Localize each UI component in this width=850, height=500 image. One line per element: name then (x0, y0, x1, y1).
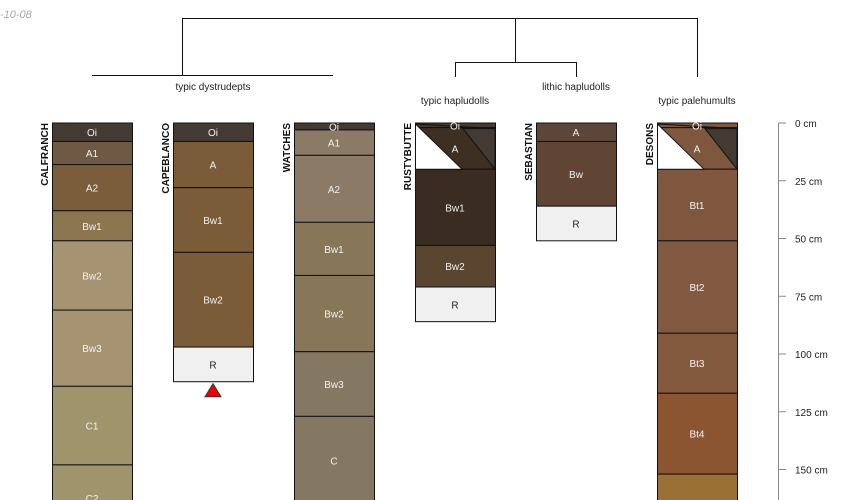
horizon-label: A1 (86, 149, 99, 160)
profile-name: SEBASTIAN (524, 123, 535, 181)
axis-tick-label: 75 cm (795, 292, 822, 303)
horizon-c1 (52, 385, 133, 466)
wavy-boundary-line (415, 123, 496, 130)
profile-name: CALFRANCH (40, 123, 51, 186)
horizon-bw2 (294, 274, 375, 353)
horizon-bw1 (52, 210, 133, 242)
profile-name: DESONS (645, 123, 656, 166)
horizon-label: Oi (329, 122, 339, 133)
wavy-boundary-gap (415, 122, 464, 170)
horizon-bw (536, 140, 617, 207)
horizon-r (415, 286, 496, 323)
horizon-label: R (451, 300, 458, 311)
horizon-label: A1 (328, 139, 341, 150)
horizon-bw3 (294, 351, 375, 417)
horizon-label: Bw1 (445, 203, 465, 214)
dendrogram-branch (92, 18, 698, 77)
horizon-bw1 (173, 187, 254, 253)
horizon-label: Bw2 (324, 310, 344, 321)
horizon-label: A (573, 128, 580, 139)
axis-tick-label: 125 cm (795, 408, 828, 419)
horizon-bt3 (657, 332, 738, 394)
cluster-label: lithic hapludolls (542, 82, 610, 93)
horizon-label: Bt4 (689, 430, 704, 441)
horizon-a2 (294, 154, 375, 223)
cluster-label: typic dystrudepts (175, 82, 250, 93)
horizon-label: R (572, 219, 579, 230)
horizon-label: Bw1 (203, 216, 223, 227)
horizon-label: A (452, 144, 459, 155)
horizon-label: Oi (692, 121, 702, 132)
horizon-label: C1 (86, 422, 99, 433)
profile-name: RUSTYBUTTE (403, 123, 414, 191)
horizon-label: Bw2 (82, 271, 102, 282)
cluster-label: typic palehumults (658, 96, 735, 107)
horizon-bw2 (415, 244, 496, 288)
horizon-label: Bt1 (689, 201, 704, 212)
dendrogram (92, 18, 698, 77)
horizon-label: A (210, 161, 217, 172)
axis-tick-label: 150 cm (795, 466, 828, 477)
horizon-label: Bw2 (203, 296, 223, 307)
horizon-bw2 (173, 251, 254, 348)
horizon-label: A2 (328, 185, 341, 196)
depth-axis: 0 cm 25 cm 50 cm 75 cm 100 cm 125 cm 150 cm (778, 119, 828, 500)
horizon-a1 (294, 129, 375, 156)
wavy-boundary-line (657, 123, 738, 130)
date-stamp: -10-08 (0, 9, 33, 21)
cluster-label: typic hapludolls (421, 96, 489, 107)
horizon-label: A2 (86, 184, 99, 195)
horizon-label: C2 (86, 494, 99, 500)
horizon-unnamed (657, 473, 738, 500)
profile-sebastian: SEBASTIAN A BwR (524, 122, 617, 242)
horizon-label: Bw3 (324, 380, 344, 391)
axis-tick-label: 50 cm (795, 235, 822, 246)
horizon-bw1 (415, 168, 496, 246)
wavy-boundary-lower (703, 128, 738, 171)
horizon-label: Oi (450, 121, 460, 132)
horizon-bw2 (52, 240, 133, 311)
horizon-bw3 (52, 309, 133, 387)
axis-tick-label: 0 cm (795, 119, 817, 130)
axis-tick-label: 25 cm (795, 177, 822, 188)
profile-name: WATCHES (282, 123, 293, 173)
horizon-r (173, 346, 254, 383)
wavy-boundary-lower (461, 128, 496, 171)
horizon-label: Bw1 (82, 222, 102, 233)
axis-tick-label: 100 cm (795, 350, 828, 361)
horizon-c2 (52, 464, 133, 500)
horizon-bw1 (294, 221, 375, 276)
horizon-c (294, 415, 375, 500)
horizon-label: R (209, 360, 216, 371)
horizon-label: Oi (87, 128, 97, 139)
wavy-boundary-gap (657, 122, 706, 170)
horizon-label: Oi (208, 128, 218, 139)
horizon-label: Bw1 (324, 245, 344, 256)
horizon-label: Bt3 (689, 359, 704, 370)
horizon-label: Bw2 (445, 262, 465, 273)
horizon-label: Bw3 (82, 344, 102, 355)
horizon-r (536, 205, 617, 242)
horizon-label: Bw (569, 170, 584, 181)
horizon-bt1 (657, 168, 738, 242)
horizon-label: A (694, 144, 701, 155)
profile-name: CAPEBLANCO (161, 123, 172, 194)
horizon-label: Bt2 (689, 283, 704, 294)
bedrock-marker-icon (204, 382, 222, 398)
horizon-label: C (330, 457, 337, 468)
